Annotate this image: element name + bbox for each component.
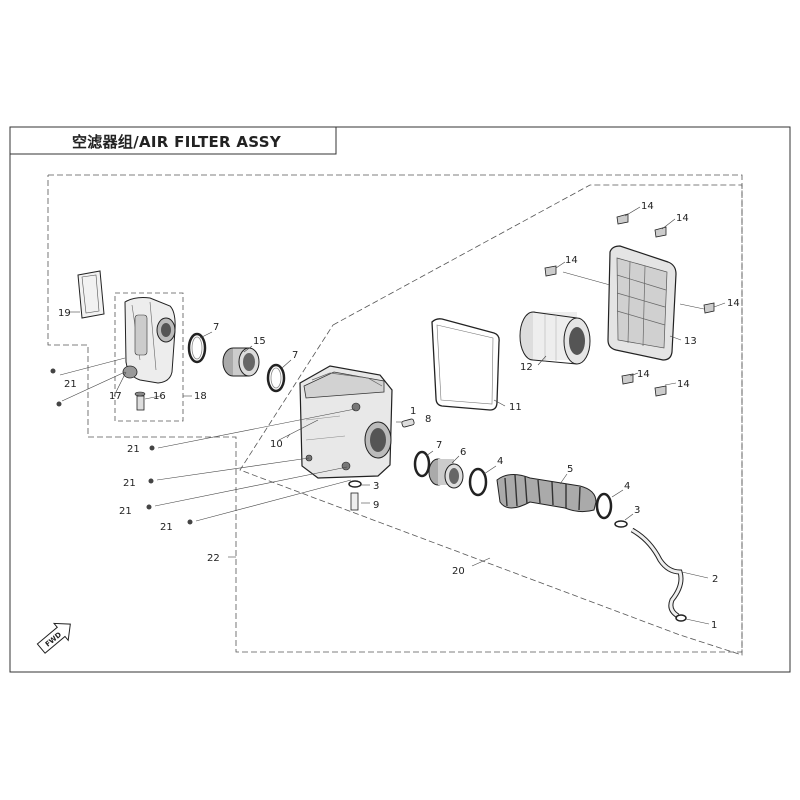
callout-16: 16 bbox=[153, 391, 166, 402]
fwd-arrow-icon: FWD bbox=[36, 622, 71, 654]
part-1-clip-bottom bbox=[675, 614, 687, 622]
diagram-title: 空滤器组/AIR FILTER ASSY bbox=[72, 133, 282, 151]
callout-7: 7 bbox=[292, 350, 298, 361]
part-14-clip-top-1 bbox=[616, 213, 629, 225]
callout-21: 21 bbox=[127, 444, 140, 455]
callout-14: 14 bbox=[677, 379, 690, 390]
callout-21: 21 bbox=[64, 379, 77, 390]
callout-4: 4 bbox=[497, 456, 503, 467]
part-21-bolt-a bbox=[50, 368, 56, 374]
callout-11: 11 bbox=[509, 402, 522, 413]
part-6-adapter bbox=[428, 458, 464, 489]
part-21-bolt-f bbox=[187, 519, 193, 525]
part-8-pin bbox=[401, 418, 415, 428]
part-13-filter-cover bbox=[607, 245, 677, 361]
callout-21: 21 bbox=[119, 506, 132, 517]
callout-19: 19 bbox=[58, 308, 71, 319]
callout-4: 4 bbox=[624, 481, 630, 492]
part-16-drain-fitting bbox=[134, 391, 146, 411]
part-7-clamp-right bbox=[413, 450, 431, 478]
callout-14: 14 bbox=[727, 298, 740, 309]
callout-1: 1 bbox=[410, 406, 416, 417]
part-3-clip-right bbox=[614, 520, 628, 528]
callout-3: 3 bbox=[634, 505, 640, 516]
callout-21: 21 bbox=[123, 478, 136, 489]
leader-lines bbox=[59, 206, 726, 625]
part-12-filter-element bbox=[519, 311, 591, 365]
callout-1: 1 bbox=[711, 620, 717, 631]
part-21-bolt-c bbox=[149, 445, 155, 451]
sub-assembly-boundary-20 bbox=[239, 184, 743, 656]
callout-labels: 19 21 17 16 18 7 15 7 21 21 21 21 22 10 … bbox=[58, 201, 740, 631]
callout-21: 21 bbox=[160, 522, 173, 533]
outer-frame bbox=[9, 126, 791, 673]
part-14-clip-top-2 bbox=[654, 226, 667, 238]
callout-13: 13 bbox=[684, 336, 697, 347]
part-14-clip-bottom-1 bbox=[621, 373, 634, 385]
callout-14: 14 bbox=[637, 369, 650, 380]
part-10-air-box bbox=[299, 365, 393, 479]
part-19-foam-element bbox=[77, 270, 105, 319]
part-15-coupling bbox=[222, 347, 260, 377]
part-2-breather-hose bbox=[630, 527, 684, 619]
part-3-clip-left bbox=[348, 480, 362, 488]
callout-22: 22 bbox=[207, 553, 220, 564]
callout-17: 17 bbox=[109, 391, 122, 402]
part-18-intake-chamber bbox=[122, 297, 176, 384]
callout-2: 2 bbox=[712, 574, 718, 585]
part-14-clip-left bbox=[544, 265, 557, 277]
part-14-clip-bottom-2 bbox=[654, 385, 667, 397]
part-7-clamp-mid bbox=[266, 363, 286, 393]
title-box bbox=[10, 127, 337, 155]
part-5-intake-hose bbox=[496, 474, 597, 513]
part-4-clamp-left bbox=[468, 467, 488, 497]
callout-7: 7 bbox=[436, 440, 442, 451]
assembly-boundary-22 bbox=[47, 174, 743, 653]
callout-14: 14 bbox=[641, 201, 654, 212]
callout-5: 5 bbox=[567, 464, 573, 475]
part-4-clamp-right bbox=[595, 492, 613, 520]
part-21-bolt-b bbox=[56, 401, 62, 407]
part-9-drain-tube bbox=[350, 492, 359, 511]
callout-15: 15 bbox=[253, 336, 266, 347]
callout-6: 6 bbox=[460, 447, 466, 458]
callout-10: 10 bbox=[270, 439, 283, 450]
part-14-clip-right bbox=[703, 302, 715, 314]
callout-20: 20 bbox=[452, 566, 465, 577]
part-21-bolt-d bbox=[148, 478, 154, 484]
part-7-clamp-left bbox=[187, 332, 207, 364]
part-21-bolt-e bbox=[146, 504, 152, 510]
callout-12: 12 bbox=[520, 362, 533, 373]
callout-18: 18 bbox=[194, 391, 207, 402]
callout-7: 7 bbox=[213, 322, 219, 333]
callout-14: 14 bbox=[676, 213, 689, 224]
callout-8: 8 bbox=[425, 414, 431, 425]
callout-3: 3 bbox=[373, 481, 379, 492]
callout-14: 14 bbox=[565, 255, 578, 266]
part-11-gasket bbox=[431, 318, 500, 411]
callout-9: 9 bbox=[373, 500, 379, 511]
sub-assembly-box-18 bbox=[114, 292, 184, 422]
